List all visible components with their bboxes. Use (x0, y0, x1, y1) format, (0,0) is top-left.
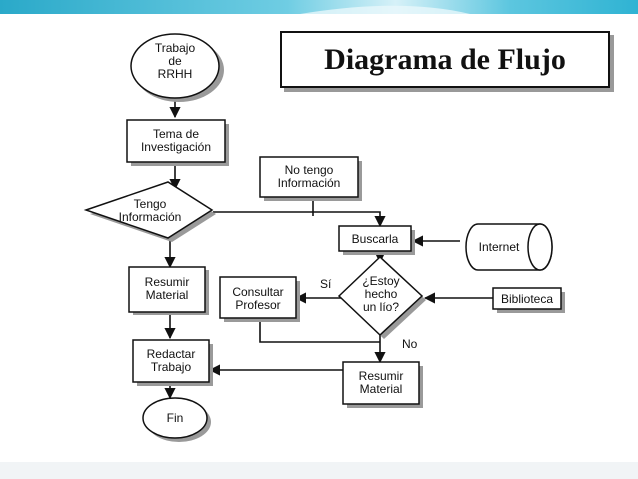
no-info-box (259, 156, 359, 198)
in-trouble-line: ¿Estoy (362, 274, 399, 288)
in-trouble-line: un lío? (363, 300, 399, 314)
top-banner (0, 0, 638, 14)
have-info-line: Tengo (134, 197, 167, 211)
internet-storage (465, 223, 553, 271)
start-line: de (168, 54, 182, 68)
consult-box (219, 276, 297, 319)
start-line: RRHH (158, 67, 193, 81)
summarize-left-line: Material (146, 288, 189, 302)
slide-title: Diagrama de Flujo (324, 42, 566, 76)
topic-line: Investigación (141, 140, 211, 154)
write-line: Trabajo (151, 360, 192, 374)
summarize-bottom-line: Material (360, 382, 403, 396)
consult-line: Profesor (235, 298, 280, 312)
edge-consult-to-bottom (259, 318, 380, 343)
internet-line: Internet (479, 240, 520, 254)
edge-have-info-to-search (213, 211, 386, 228)
no-info-line: No tengo (285, 163, 334, 177)
write-box (132, 339, 210, 383)
yes-edge-label: Sí (320, 277, 332, 291)
topic-line: Tema de (153, 127, 199, 141)
in-trouble-line: hecho (365, 287, 398, 301)
have-info-line: Información (119, 210, 182, 224)
search-label: Buscarla (352, 232, 399, 246)
library-line: Biblioteca (501, 292, 553, 306)
title-box: Diagrama de Flujo (280, 31, 610, 88)
start-line: Trabajo (155, 41, 196, 55)
search-box (338, 225, 412, 252)
consult-line: Consultar (232, 285, 283, 299)
topic-box (126, 119, 226, 163)
internet-label: Internet (479, 240, 520, 254)
in-trouble-decision (337, 255, 424, 337)
no-info-line: Información (278, 176, 341, 190)
end-line: Fin (167, 411, 184, 425)
no-edge-label: No (402, 337, 418, 351)
library-label: Biblioteca (501, 292, 553, 306)
bottom-band (0, 462, 638, 479)
search-line: Buscarla (352, 232, 399, 246)
summarize-bottom-box (342, 361, 420, 405)
end-terminator (142, 397, 208, 439)
summarize-left-box (128, 266, 206, 313)
end-label: Fin (167, 411, 184, 425)
library-box (492, 287, 562, 310)
summarize-bottom-line: Resumir (359, 369, 404, 383)
write-line: Redactar (147, 347, 196, 361)
start-terminator (130, 33, 220, 99)
summarize-left-line: Resumir (145, 275, 190, 289)
have-info-decision (83, 181, 214, 239)
